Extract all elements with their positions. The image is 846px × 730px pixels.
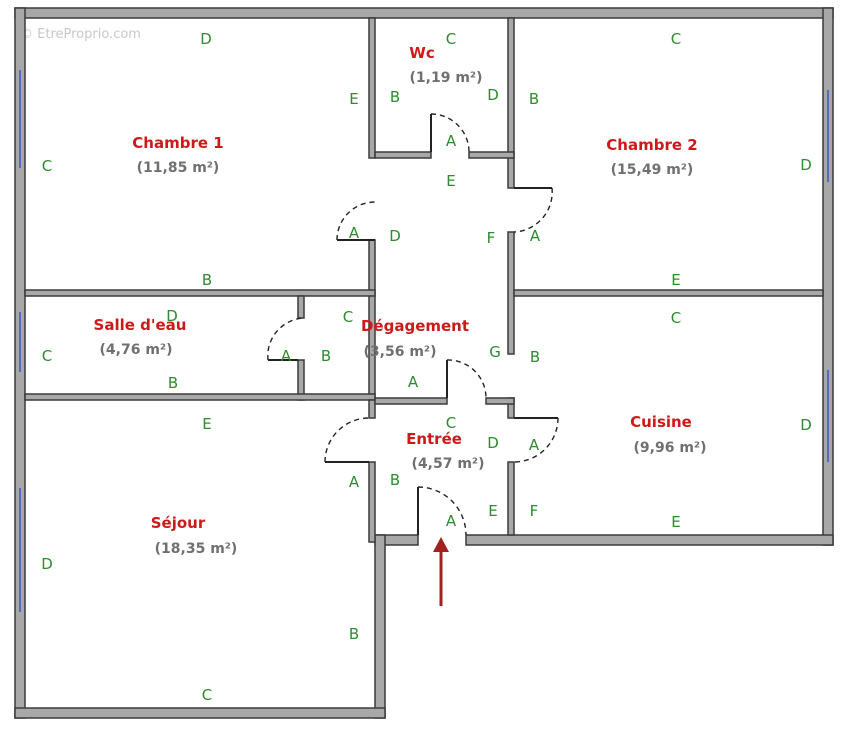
wall-label: E (349, 90, 358, 108)
door-wc (430, 113, 470, 153)
wall-label: D (41, 555, 53, 573)
wall-label: E (446, 172, 455, 190)
door-sejour (324, 417, 370, 463)
wall-label: E (488, 502, 497, 520)
room-name: Séjour (151, 514, 206, 532)
room-sejour: Séjour (18,35 m²) (151, 514, 238, 557)
room-name: Dégagement (361, 317, 469, 335)
wall-label: G (489, 343, 501, 361)
wall-label: C (42, 347, 52, 365)
room-chambre-1: Chambre 1 (11,85 m²) (132, 134, 223, 176)
wall-label: A (529, 436, 540, 454)
door-entree (417, 486, 467, 536)
wall-label: F (487, 229, 496, 247)
wall-label: B (349, 625, 359, 643)
wall-label: C (446, 414, 456, 432)
door-chambre-2 (513, 187, 553, 233)
watermark: © EtreProprio.com (20, 27, 141, 42)
outer-walls (14, 7, 834, 719)
wall-label: A (281, 347, 292, 365)
wall-label: F (530, 502, 539, 520)
wall-label: C (671, 309, 681, 327)
windows (19, 70, 829, 612)
room-area: (3,56 m²) (364, 344, 437, 360)
wall-label: B (168, 374, 178, 392)
room-degagement: Dégagement (3,56 m²) (361, 317, 469, 360)
room-area: (11,85 m²) (137, 160, 220, 176)
wall-label: B (202, 271, 212, 289)
wall-label: D (166, 307, 178, 325)
wall-labels: D E C B C B D A C B D E E D A F A C B G … (41, 30, 812, 704)
wall-label: E (202, 415, 211, 433)
wall-label: D (200, 30, 212, 48)
wall-label: C (343, 308, 353, 326)
wall-label: C (202, 686, 212, 704)
entry-arrow-icon (433, 537, 449, 606)
room-name: Entrée (406, 430, 462, 448)
room-entree: Entrée (4,57 m²) (406, 430, 484, 472)
wall-label: A (349, 473, 360, 491)
room-area: (4,76 m²) (100, 342, 173, 358)
wall-label: B (321, 347, 331, 365)
room-name: Salle d'eau (94, 316, 187, 334)
wall-label: B (390, 471, 400, 489)
wall-label: D (800, 416, 812, 434)
room-cuisine: Cuisine (9,96 m²) (630, 413, 706, 456)
room-wc: Wc (1,19 m²) (409, 44, 482, 86)
door-degagement-entree (446, 359, 487, 399)
wall-label: A (446, 512, 457, 530)
wall-label: E (671, 271, 680, 289)
doors (267, 113, 559, 536)
wall-label: D (800, 156, 812, 174)
wall-label: C (671, 30, 681, 48)
wall-label: A (349, 224, 360, 242)
room-chambre-2: Chambre 2 (15,49 m²) (606, 136, 697, 178)
wall-label: D (487, 86, 499, 104)
door-cuisine (513, 417, 559, 463)
room-area: (9,96 m²) (634, 440, 707, 456)
door-salle-d-eau (267, 317, 305, 361)
wall-label: E (671, 513, 680, 531)
wall-label: B (529, 90, 539, 108)
room-name: Cuisine (630, 413, 692, 431)
wall-label: B (390, 88, 400, 106)
wall-label: B (530, 348, 540, 366)
wall-label: C (42, 157, 52, 175)
room-salle-d-eau: Salle d'eau (4,76 m²) (94, 316, 187, 358)
room-name: Chambre 1 (132, 134, 223, 152)
wall-label: C (446, 30, 456, 48)
wall-label: A (408, 373, 419, 391)
door-chambre-1 (336, 201, 376, 241)
room-area: (18,35 m²) (155, 541, 238, 557)
room-area: (4,57 m²) (412, 456, 485, 472)
room-area: (15,49 m²) (611, 162, 694, 178)
wall-label: A (446, 132, 457, 150)
room-name: Chambre 2 (606, 136, 697, 154)
room-area: (1,19 m²) (410, 70, 483, 86)
wall-label: A (530, 227, 541, 245)
wall-label: D (487, 434, 499, 452)
room-name: Wc (409, 44, 434, 62)
wall-label: D (389, 227, 401, 245)
interior-walls (24, 17, 824, 543)
